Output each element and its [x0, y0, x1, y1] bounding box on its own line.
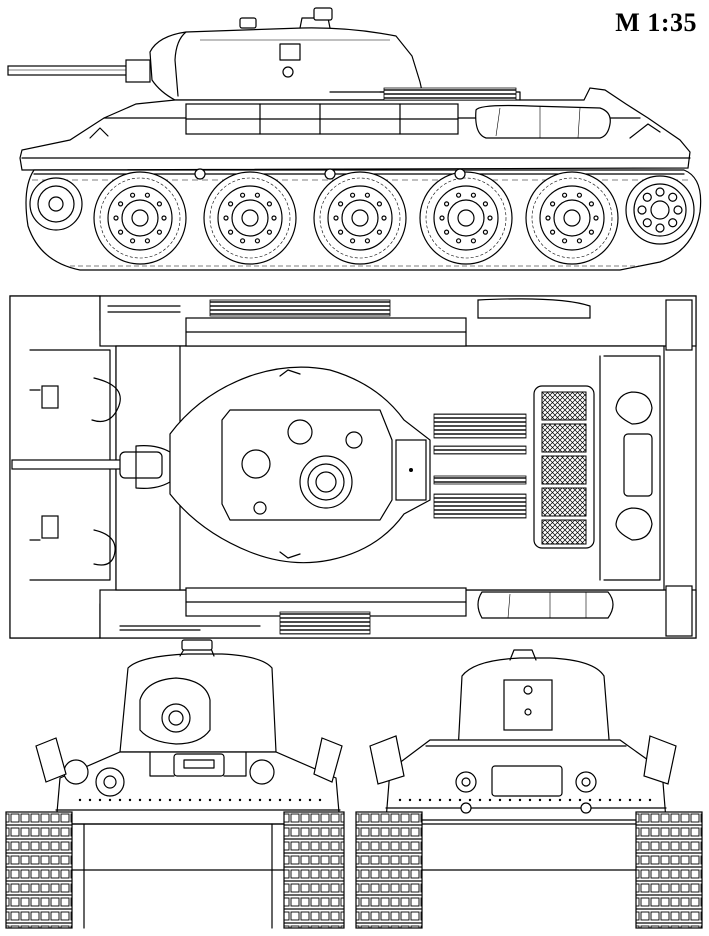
top-gun-barrel — [11, 445, 171, 489]
top-turret — [169, 366, 431, 564]
road-wheel — [525, 171, 619, 265]
scale-label: M 1:35 — [615, 8, 697, 37]
drive-sprocket — [625, 175, 695, 245]
idler-wheel — [29, 177, 83, 231]
engine-grille — [433, 385, 595, 549]
hull — [19, 87, 691, 171]
front-view — [5, 639, 345, 929]
road-wheel — [203, 171, 297, 265]
road-wheel — [93, 171, 187, 265]
road-wheels — [93, 171, 619, 265]
return-rollers — [194, 168, 466, 180]
road-wheel — [313, 171, 407, 265]
road-wheel — [419, 171, 513, 265]
top-view — [9, 295, 697, 639]
rear-view — [355, 649, 703, 929]
side-view — [7, 7, 702, 271]
turret — [149, 7, 425, 101]
gun-barrel — [7, 59, 151, 83]
